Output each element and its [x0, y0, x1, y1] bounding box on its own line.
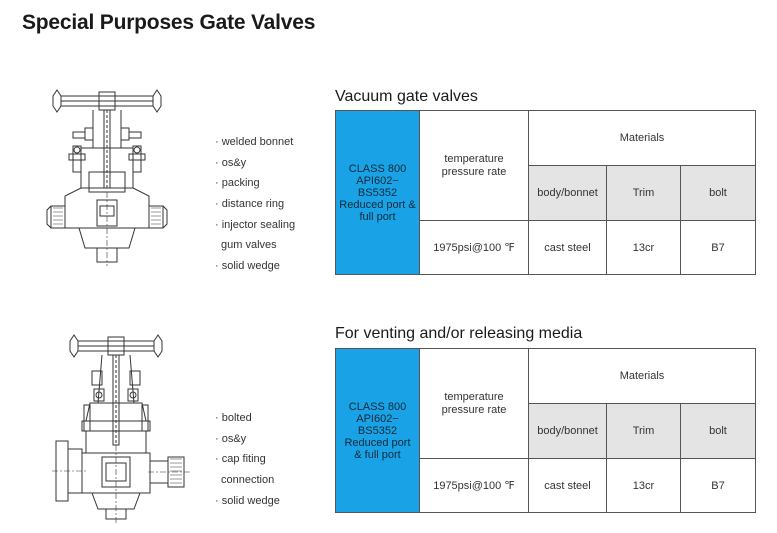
temperature-pressure-cell: temperature pressure rate — [419, 348, 529, 459]
feature-item: · distance ring — [215, 198, 285, 211]
feature-item: gum valves — [221, 239, 277, 252]
materials-header: Materials — [527, 348, 757, 404]
class-cell: CLASS 800 API602− BS5352 Reduced port & … — [335, 110, 420, 275]
section1-feature-list: · welded bonnet · os&y · packing · dista… — [215, 132, 295, 277]
section2-spec-table: CLASS 800 API602− BS5352 Reduced port & … — [335, 348, 757, 513]
header-body-bonnet: body/bonnet — [528, 165, 607, 221]
value-trim: 13cr — [606, 220, 681, 275]
class-cell: CLASS 800 API602− BS5352 Reduced port & … — [335, 348, 420, 513]
feature-item: · bolted — [215, 412, 252, 424]
temp-line: temperature — [444, 152, 504, 165]
vacuum-valve-drawing — [45, 88, 170, 270]
feature-item: · cap fiting — [215, 453, 266, 466]
value-bolt: B7 — [679, 458, 757, 513]
class-line: full port — [359, 210, 396, 223]
header-trim: Trim — [606, 403, 681, 459]
class-line: BS5352 — [357, 186, 398, 199]
temp-line: pressure rate — [441, 403, 507, 416]
header-body-bonnet: body/bonnet — [528, 403, 607, 459]
value-body-bonnet: cast steel — [528, 458, 607, 513]
temperature-pressure-cell: temperature pressure rate — [419, 110, 529, 221]
section1-title: Vacuum gate valves — [335, 88, 478, 105]
feature-item: · injector sealing — [215, 218, 296, 231]
value-body-bonnet: cast steel — [528, 220, 607, 275]
header-bolt: bolt — [679, 165, 757, 221]
pressure-rating: 1975psi@100 ℉ — [419, 220, 529, 275]
class-line: CLASS 800 — [348, 162, 407, 175]
value-trim: 13cr — [606, 458, 681, 513]
feature-item: · solid wedge — [215, 260, 280, 273]
feature-item: connection — [221, 474, 275, 487]
feature-item: · solid wedge — [215, 494, 280, 507]
venting-valve-drawing — [52, 333, 197, 525]
section1-spec-table: CLASS 800 API602− BS5352 Reduced port & … — [335, 110, 757, 275]
feature-item: · packing — [215, 177, 260, 190]
header-trim: Trim — [606, 165, 681, 221]
temp-line: temperature — [444, 390, 504, 403]
feature-item: · os&y — [215, 156, 247, 169]
class-line: BS5352 — [357, 424, 398, 437]
class-line: Reduced port & — [339, 198, 416, 211]
class-line: CLASS 800 — [348, 400, 407, 413]
section2-title: For venting and/or releasing media — [335, 325, 583, 342]
page-title: Special Purposes Gate Valves — [22, 11, 316, 34]
class-line: API602− — [356, 174, 399, 187]
class-line: Reduced port — [344, 436, 411, 449]
temp-line: pressure rate — [441, 165, 507, 178]
feature-item: · os&y — [215, 432, 247, 445]
materials-header: Materials — [527, 110, 757, 166]
class-line: API602− — [356, 412, 399, 425]
header-bolt: bolt — [679, 403, 757, 459]
value-bolt: B7 — [679, 220, 757, 275]
pressure-rating: 1975psi@100 ℉ — [419, 458, 529, 513]
section2-feature-list: · bolted · os&y · cap fiting connection … — [215, 408, 280, 511]
feature-item: · welded bonnet — [215, 136, 294, 148]
class-line: & full port — [354, 448, 401, 461]
